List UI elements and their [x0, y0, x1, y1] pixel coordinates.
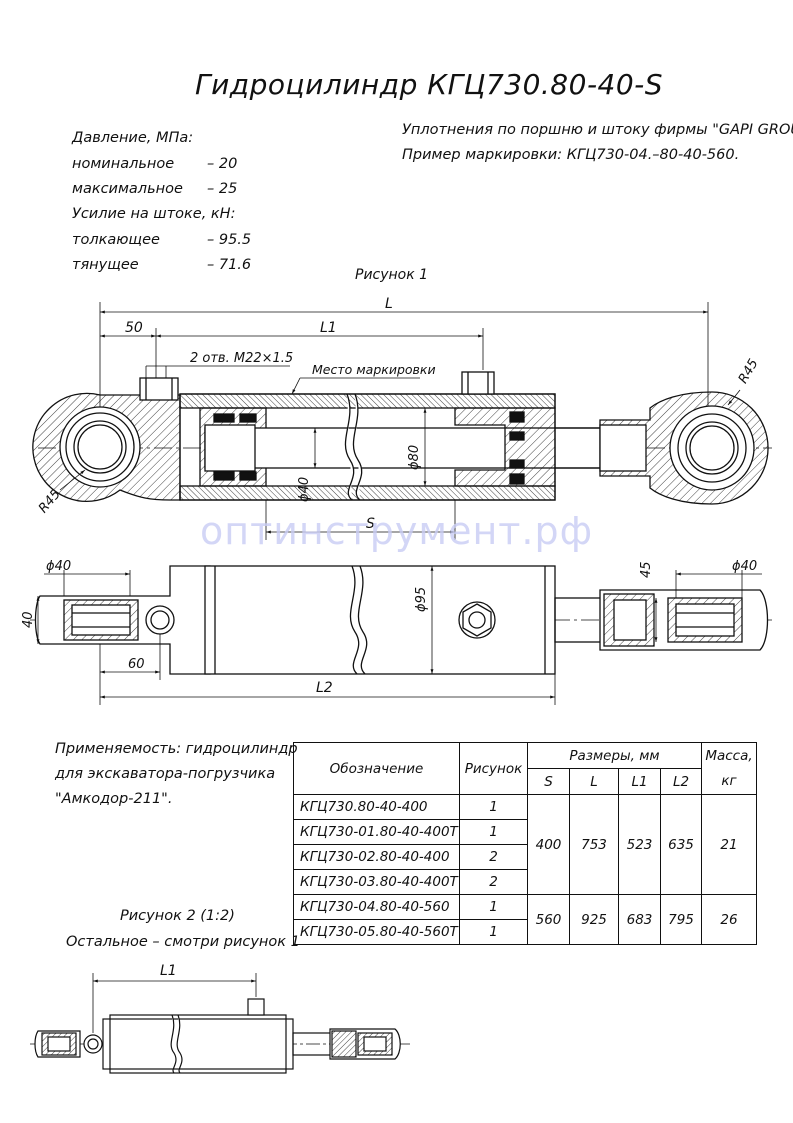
svg-text:L1: L1	[160, 963, 177, 979]
figure1-drawing: Рисунок 1 L 50 L1 2 отв. M22×1.5 Ме	[21, 267, 772, 705]
group1-mass: 21	[701, 794, 757, 895]
header-designation: Обозначение	[293, 742, 460, 795]
row-designation: КГЦ730-01.80-40-400Т	[293, 819, 460, 845]
group2-L1: 683	[618, 894, 661, 945]
group1-S: 400	[527, 794, 570, 895]
applicability-line2: для экскаватора-погрузчика	[55, 766, 276, 782]
group2-L: 925	[569, 894, 619, 945]
svg-text:R45: R45	[736, 357, 762, 387]
svg-text:45: 45	[639, 561, 654, 578]
header-mass: Масса,	[701, 742, 757, 769]
row-figure: 1	[459, 819, 528, 845]
left-40: 40	[21, 596, 40, 644]
marking-example: Пример маркировки: КГЦ730-04.–80-40-560.	[402, 147, 740, 163]
push-value: – 95.5	[207, 232, 252, 248]
header-L1: L1	[618, 768, 661, 795]
group2-L2: 795	[660, 894, 702, 945]
figure2-drawing: L1	[30, 963, 410, 1074]
max-value: – 25	[207, 181, 238, 197]
page-title: Гидроцилиндр КГЦ730.80-40-S	[195, 68, 664, 101]
dim-L2: L2	[100, 674, 556, 705]
nominal-label: номинальное	[72, 156, 175, 172]
pull-label: тянущее	[72, 257, 139, 273]
header-mass-unit: кг	[701, 768, 757, 795]
side-view	[34, 565, 769, 675]
max-label: максимальное	[72, 181, 183, 197]
pressure-header: Давление, МПа:	[72, 130, 194, 146]
applicability-line1: Применяемость: гидроцилиндр	[55, 741, 298, 757]
dim-45: 45	[639, 561, 658, 642]
row-designation: КГЦ730-03.80-40-400Т	[293, 869, 460, 895]
watermark: оптинструмент.рф	[200, 509, 594, 553]
nominal-value: – 20	[207, 156, 238, 172]
svg-text:L2: L2	[316, 680, 333, 696]
figure2-cylinder	[34, 998, 401, 1074]
svg-text:ϕ80: ϕ80	[407, 445, 422, 470]
svg-text:L1: L1	[320, 320, 337, 336]
table-row: КГЦ730-02.80-40-400 2	[293, 844, 757, 870]
group1-L: 753	[569, 794, 619, 895]
row-figure: 1	[459, 919, 528, 945]
stroke-dimension: S	[265, 500, 456, 540]
svg-text:50: 50	[125, 320, 143, 336]
dimension-L1: 50 L1	[100, 320, 484, 390]
figure2-caption: Рисунок 2 (1:2)	[120, 908, 235, 924]
right-eye-section	[554, 391, 769, 505]
row-designation: КГЦ730.80-40-400	[293, 794, 460, 820]
diameter-40: ϕ40	[297, 428, 317, 502]
svg-text:ϕ40: ϕ40	[46, 559, 71, 574]
header-L: L	[569, 768, 619, 795]
group2-S: 560	[527, 894, 570, 945]
spec-table: Обозначение Рисунок Размеры, мм Масса, S…	[293, 742, 757, 945]
svg-text:2 отв. M22×1.5: 2 отв. M22×1.5	[190, 351, 293, 366]
svg-text:60: 60	[128, 657, 145, 672]
row-figure: 1	[459, 794, 528, 820]
figure2-dimension-L1: L1	[92, 963, 257, 1033]
dim-60: 60	[99, 634, 161, 705]
row-designation: КГЦ730-02.80-40-400	[293, 844, 460, 870]
svg-text:Место маркировки: Место маркировки	[312, 362, 436, 377]
table-row: КГЦ730-05.80-40-560Т 1	[293, 919, 757, 945]
pull-value: – 71.6	[207, 257, 252, 273]
header-S: S	[527, 768, 570, 795]
row-figure: 1	[459, 894, 528, 920]
diameter-95: ϕ95	[414, 566, 434, 674]
svg-text:L: L	[385, 296, 393, 312]
svg-text:40: 40	[21, 611, 36, 628]
applicability-line3: "Амкодор-211".	[55, 791, 173, 807]
table-row: КГЦ730-03.80-40-400Т 2	[293, 869, 757, 895]
header-dimensions: Размеры, мм	[527, 742, 702, 769]
row-figure: 2	[459, 844, 528, 870]
svg-text:S: S	[366, 516, 375, 532]
figure1-caption: Рисунок 1	[355, 267, 428, 283]
svg-text:ϕ95: ϕ95	[414, 587, 429, 612]
seals-note: Уплотнения по поршню и штоку фирмы "GAPI…	[402, 122, 793, 138]
row-figure: 2	[459, 869, 528, 895]
header-figure: Рисунок	[459, 742, 528, 795]
diameter-80: ϕ80	[407, 408, 427, 486]
group1-L1: 523	[618, 794, 661, 895]
right-d40: ϕ40	[675, 559, 762, 598]
cylinder-body-section	[179, 371, 606, 501]
svg-text:ϕ40: ϕ40	[732, 559, 757, 574]
group1-L2: 635	[660, 794, 702, 895]
table-row: КГЦ730-04.80-40-560 1 560 925 683 795 26	[293, 894, 757, 945]
header-L2: L2	[660, 768, 702, 795]
left-eye-section	[32, 377, 181, 503]
left-d40: ϕ40	[44, 559, 131, 596]
figure2-note: Остальное – смотри рисунок 1	[66, 934, 300, 950]
table-row: КГЦ730.80-40-400 1 400 753 523 635 21	[293, 794, 757, 895]
row-designation: КГЦ730-05.80-40-560Т	[293, 919, 460, 945]
marking-place-label: Место маркировки	[291, 362, 436, 395]
push-label: толкающее	[72, 232, 160, 248]
group2-mass: 26	[701, 894, 757, 945]
svg-text:ϕ40: ϕ40	[297, 477, 312, 502]
row-designation: КГЦ730-04.80-40-560	[293, 894, 460, 920]
force-header: Усилие на штоке, кН:	[72, 206, 236, 222]
